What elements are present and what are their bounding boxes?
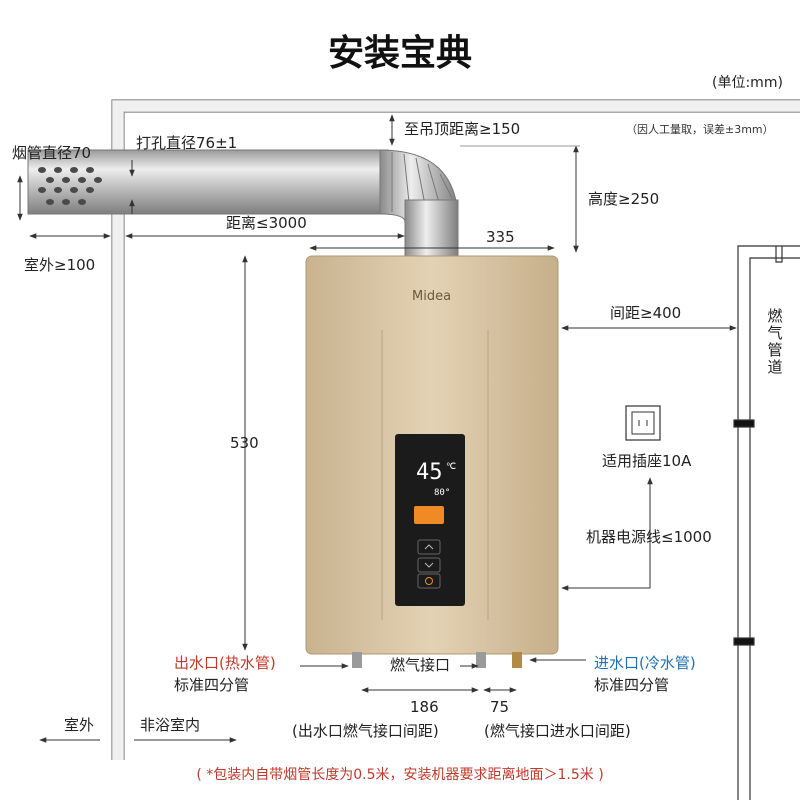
flue-diameter-label: 烟管直径70 xyxy=(12,144,92,162)
outlet-gas-desc: (出水口燃气接口间距) xyxy=(292,722,439,740)
tolerance-note: （因人工量取，误差±3mm） xyxy=(626,123,774,136)
height-label: 高度≥250 xyxy=(588,190,660,208)
gas-pipe xyxy=(733,245,800,800)
gas-inlet-desc: (燃气接口进水口间距) xyxy=(484,722,631,740)
page-title: 安装宝典 xyxy=(327,33,472,74)
brand-logo: Midea xyxy=(412,289,452,304)
unit-label: (单位:mm) xyxy=(712,75,783,91)
gas-pipe-label: 燃气管道 xyxy=(767,307,783,376)
down-button xyxy=(417,557,441,573)
socket-icon xyxy=(625,405,661,441)
outdoor-min-label: 室外≥100 xyxy=(24,256,96,274)
dist-75-label: 75 xyxy=(490,698,510,716)
dist-186-label: 186 xyxy=(410,698,439,716)
power-cord-label: 机器电源线≤1000 xyxy=(586,528,712,546)
wall-fill xyxy=(112,100,124,760)
hot-water-outlet xyxy=(352,652,362,668)
up-button xyxy=(417,539,441,555)
height-530-label: 530 xyxy=(230,434,259,452)
outlet-title: 出水口(热水管) xyxy=(174,654,276,672)
orange-button xyxy=(414,506,444,524)
inlet-title: 进水口(冷水管) xyxy=(594,654,696,672)
water-heater xyxy=(305,255,559,668)
power-button xyxy=(417,573,441,589)
outlet-subtitle: 标准四分管 xyxy=(174,676,250,694)
ceiling-fill xyxy=(124,100,800,112)
width-label: 335 xyxy=(486,228,515,246)
spacing-label: 间距≥400 xyxy=(610,304,682,322)
ceiling-distance-label: 至吊顶距离≥150 xyxy=(404,120,521,138)
hole-diameter-label: 打孔直径76±1 xyxy=(136,134,238,152)
gas-inlet-label: 燃气接口 xyxy=(390,656,451,674)
display-temperature: 45 xyxy=(416,460,443,485)
display-sub-value: 80° xyxy=(434,488,451,498)
socket-label: 适用插座10A xyxy=(602,452,692,470)
dimension-lines xyxy=(17,114,737,743)
outdoor-label: 室外 xyxy=(64,716,95,734)
gas-connector xyxy=(476,652,486,668)
indoor-label: 非浴室内 xyxy=(140,716,201,734)
display-unit: ℃ xyxy=(446,462,457,472)
inlet-subtitle: 标准四分管 xyxy=(594,676,670,694)
distance-label: 距离≤3000 xyxy=(226,214,307,232)
cold-water-inlet xyxy=(512,652,522,668)
flue-pipe xyxy=(27,149,459,259)
footer-note: ( *包装内自带烟管长度为0.5米，安装机器要求距离地面＞1.5米 ) xyxy=(196,767,604,783)
